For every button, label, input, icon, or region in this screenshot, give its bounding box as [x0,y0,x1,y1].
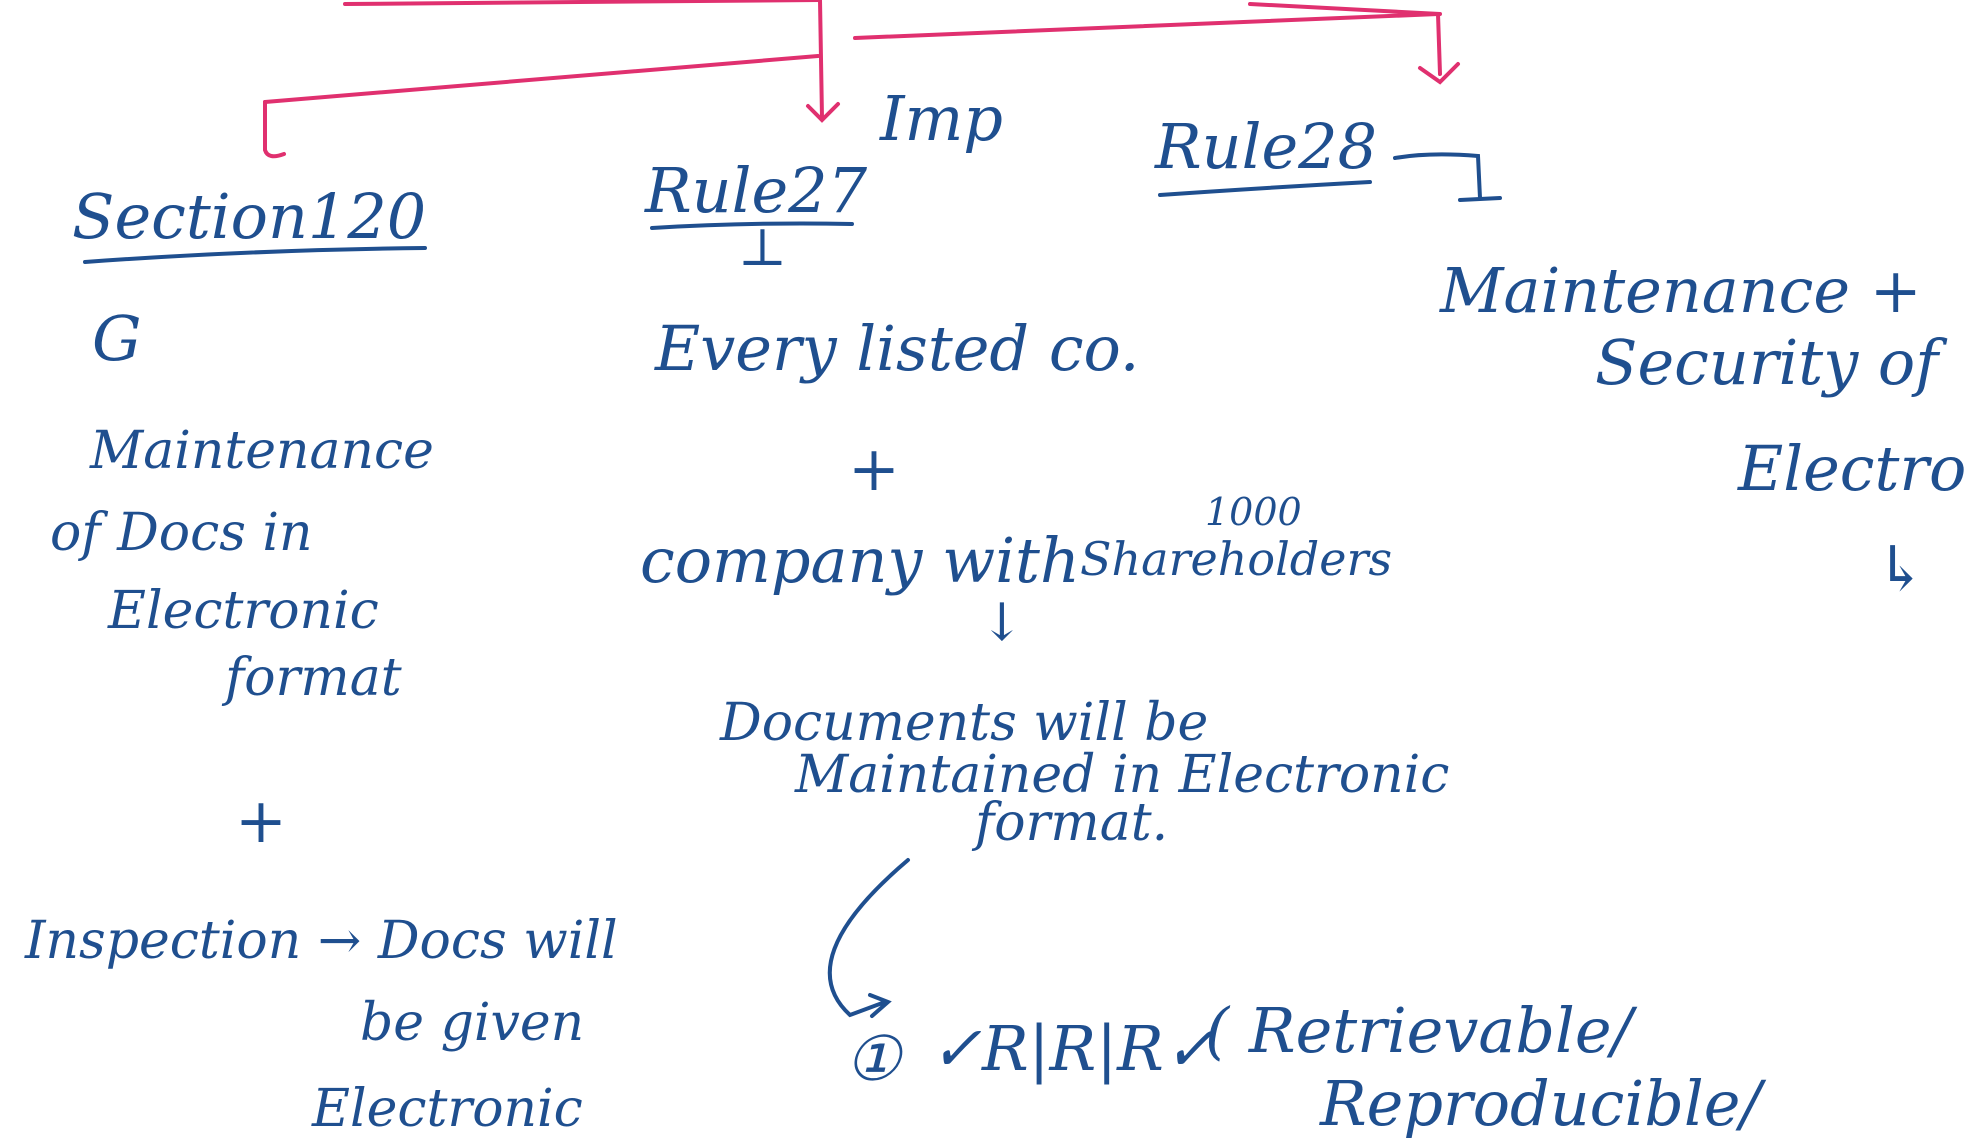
branch-rule28: Rule28 Maintenance + Security of Electro… [1154,110,1966,605]
underline-rule28 [1158,180,1372,197]
heading-rule28: Rule28 [1154,110,1377,183]
middle-line-3: Documents will be [719,693,1208,753]
right-body-line-3: Electro [1737,432,1966,505]
left-plus: + [235,784,287,857]
connector-lines [263,0,1460,159]
underline-section120 [83,246,427,264]
left-marker: G [92,302,142,375]
heading-rule27: Rule27 [644,154,868,227]
branch-section120: Section120 G Maintenance of Docs in Elec… [24,180,618,1139]
right-body-line-2: Security of [1595,326,1948,399]
right-branch-drop [1436,12,1442,76]
right-body-line-1: Maintenance + [1439,254,1922,327]
item-text-b: Reproducible/ [1319,1067,1766,1139]
item-marker: ① [845,1022,904,1095]
underline-rule27 [650,221,854,230]
item-code: ✓R|R|R✓ [930,1012,1216,1085]
rule28-arrow [1393,152,1502,202]
left-inspection-line: Inspection → Docs will [24,911,618,971]
middle-line-1: Every listed co. [654,312,1140,385]
middle-down-arrow: ↓ [980,593,1024,653]
vertical-center-line [818,0,824,120]
middle-plus: + [848,432,900,505]
left-body-line-3: Electronic [107,581,379,641]
left-body-line-2: of Docs in [50,503,313,563]
side-note-imp: Imp [879,82,1003,155]
middle-line-2c: Shareholders [1080,532,1392,586]
middle-line-2a: company with [640,524,1080,597]
left-branch-line [263,54,820,104]
center-arrow-head [806,102,840,123]
top-left-line [343,0,822,6]
down-tick: ⊥ [738,218,787,278]
middle-line-5: format. [971,793,1168,853]
top-right-line [1248,2,1442,16]
right-branch-line [853,12,1440,40]
curved-arrow [827,858,910,1018]
left-body-line-1: Maintenance [89,421,434,481]
right-arrow: ↳ [1875,532,1927,605]
middle-line-2b: 1000 [1205,490,1302,534]
middle-line-4: Maintained in Electronic [794,745,1449,805]
item-text-a: ( Retrievable/ [1205,994,1638,1067]
left-inspection-line-2: be given [360,993,584,1053]
left-branch-drop [263,100,286,159]
left-inspection-line-3: Electronic [311,1079,583,1139]
heading-section120: Section120 [72,180,426,253]
branch-rule27: Imp Rule27 ⊥ Every listed co. + company … [640,82,1766,1139]
left-body-line-4: format [221,648,402,708]
right-arrow-head [1418,62,1460,85]
